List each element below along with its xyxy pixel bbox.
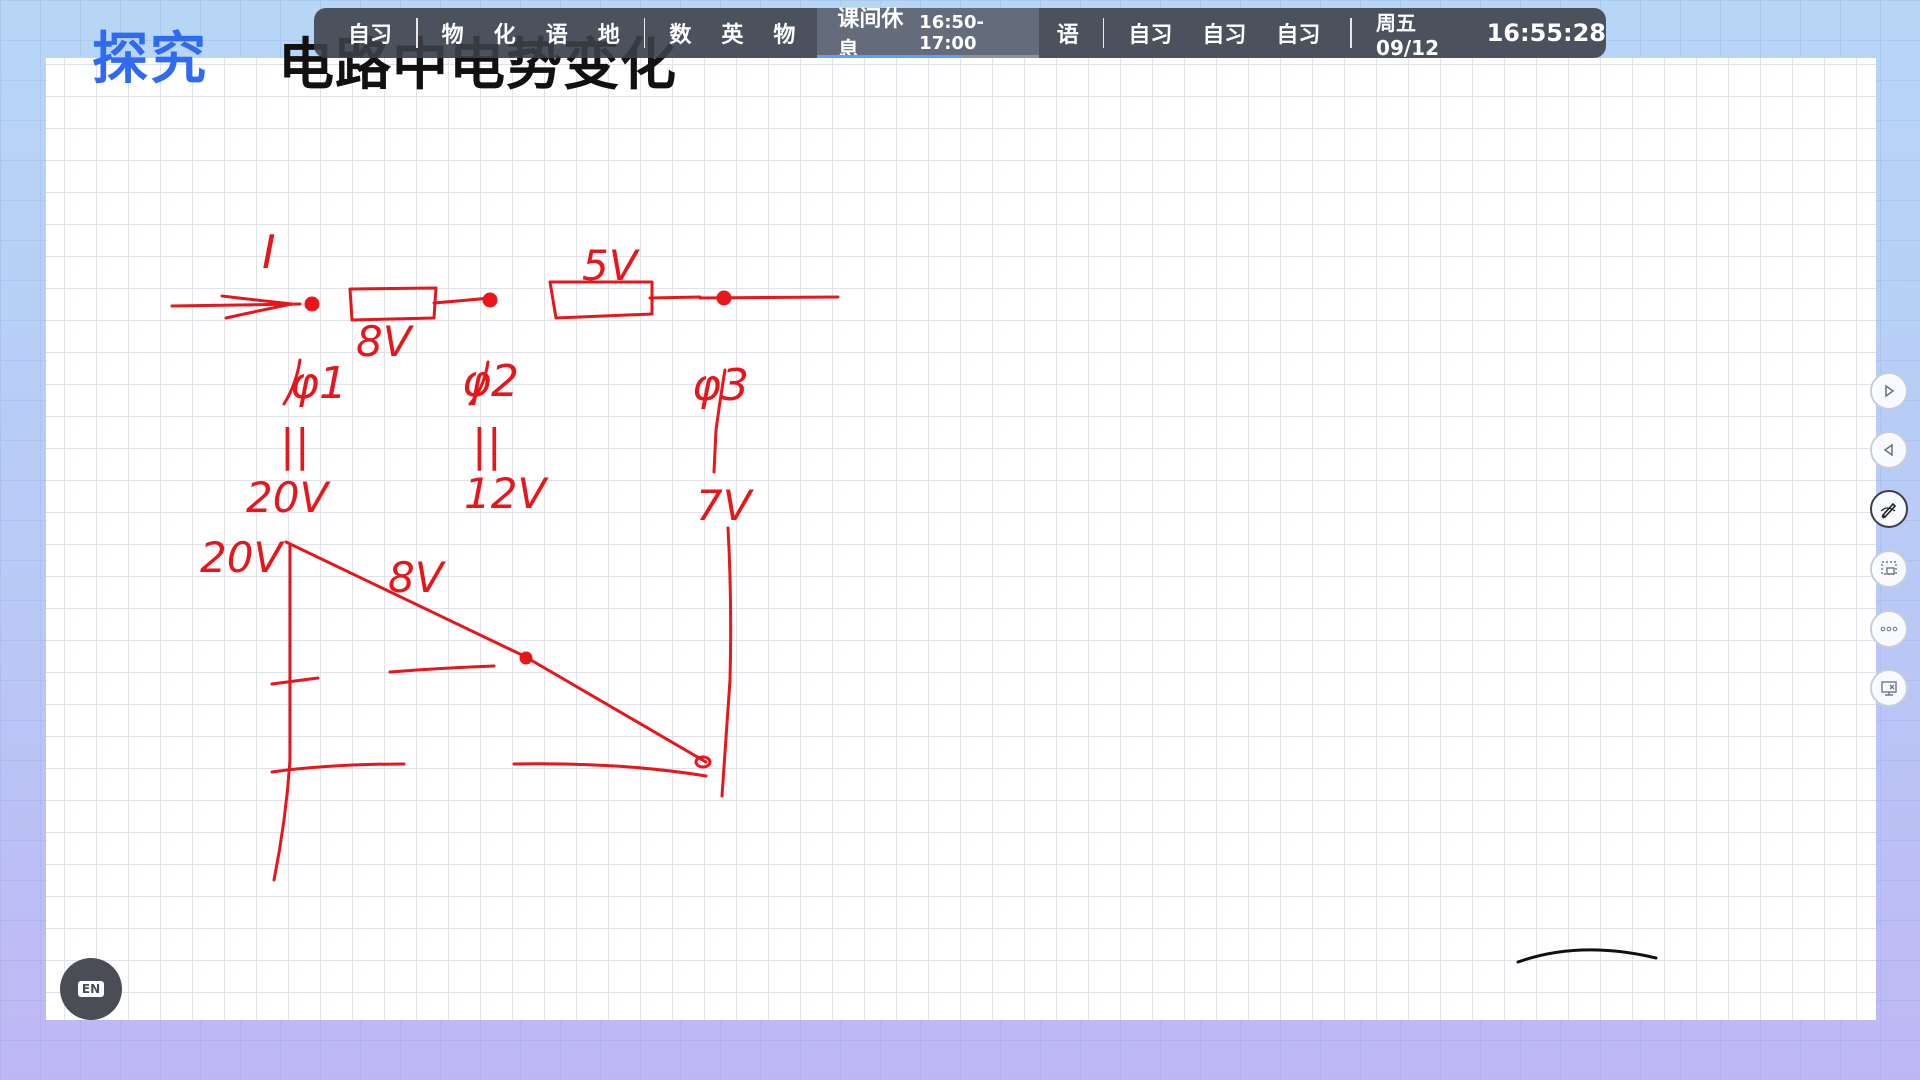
dash-mid [388,664,496,674]
pen-icon[interactable] [1870,490,1908,528]
clock-display: 16:55:28 [1486,19,1606,47]
divider [1102,18,1105,48]
schedule-item: 数 [669,23,692,48]
current-period: 课间休息 16:50-17:00 [817,7,1039,64]
play-prev-icon[interactable] [1870,431,1908,469]
stray-mark [1516,948,1658,964]
tick-left-mid [270,676,320,686]
tick-left-low [270,762,406,774]
equals-2: || [472,420,502,471]
equals-1: || [280,420,310,471]
resistor-1-voltage: 8V [356,317,415,366]
period-progress-fill [817,55,962,58]
node-1 [304,296,320,312]
divider [643,18,646,48]
more-icon[interactable] [1870,610,1908,648]
schedule-group-5: 自习 自习 自习 [1128,8,1350,58]
schedule-group-3: 数英物 [669,8,825,58]
play-next-icon[interactable] [1870,372,1908,410]
schedule-group-4: 语 [1057,8,1109,58]
phi1-value: 20V [246,473,331,522]
schedule-item: 化 [493,23,516,48]
phi2-stroke [468,360,490,406]
graph-axis-left [272,542,292,882]
wire-left [170,302,302,308]
schedule-item: 语 [1056,23,1079,48]
schedule-item: 英 [721,23,744,48]
close-board-icon[interactable] [1870,669,1908,707]
current-label: I [262,225,276,279]
graph-axis-right [720,526,733,798]
period-progress [817,55,1039,58]
graph-point-mid [519,651,533,665]
current-arrow [220,294,294,320]
phi3-label: φ3 [692,360,749,411]
dash-low [512,762,708,778]
node-2 [482,292,498,308]
schedule-item: 物 [773,23,796,48]
phi1-label: φ1 [290,358,347,409]
wire-mid [432,296,492,305]
graph-point-end [694,755,712,769]
whiteboard-canvas[interactable] [46,58,1876,1020]
schedule-group-2: 物化语地 [442,8,650,58]
phi3-value: 7V [696,481,755,530]
phi2-label: φ2 [462,356,519,407]
class-schedule-bar: 自习 物 化 语 地 数 英 物 课间休息 16:50-17:00 语 自习 自习 自习 周五… [314,7,1606,64]
schedule-item: 自习 [1276,23,1321,48]
input-method-toggle[interactable]: EN [60,958,122,1020]
resistor-1 [348,286,438,322]
phi2-value: 12V [464,469,549,518]
schedule-item: 自习 [348,23,393,48]
section-badge: 探究 [92,27,208,92]
date-display: 周五 09/12 [1376,10,1439,60]
screenshot-icon[interactable] [1870,550,1908,588]
schedule-item: 自习 [1202,23,1247,48]
resistor-2 [548,280,654,320]
divider [1350,18,1353,48]
current-period-time: 16:50-17:00 [919,12,984,54]
phi3-stroke [712,368,727,474]
schedule-item: 语 [545,23,568,48]
node-3 [716,290,732,306]
schedule-group-1: 自习 [348,8,422,58]
graph-drop-label: 8V [388,553,447,602]
schedule-item: 地 [597,23,620,48]
divider [416,18,418,48]
schedule-item: 物 [441,23,464,48]
graph-start-value: 20V [200,533,285,582]
resistor-2-voltage: 5V [582,241,641,290]
wire-mid-2 [648,295,702,300]
input-method-label: EN [77,981,105,997]
graph-potential-line [284,540,708,764]
phi1-stroke [282,358,302,406]
schedule-item: 自习 [1128,23,1173,48]
